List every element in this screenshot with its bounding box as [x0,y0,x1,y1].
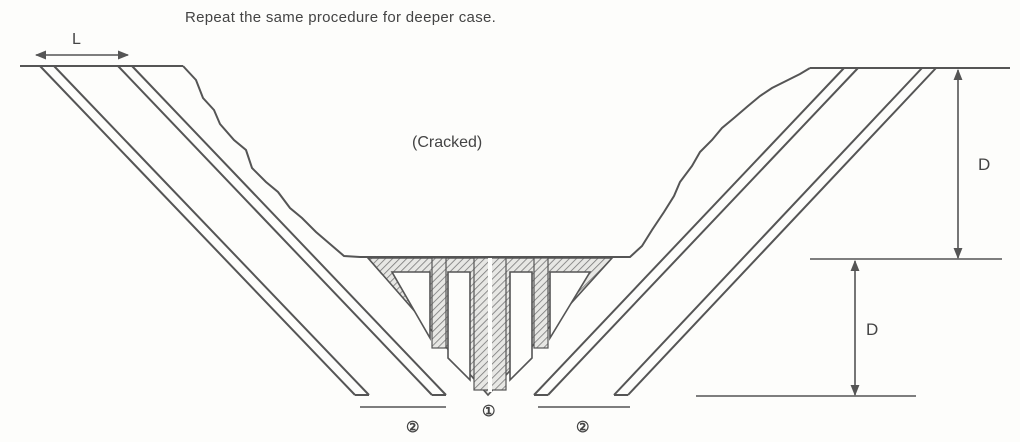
depth-upper-label: D [978,155,990,174]
figure-caption: Repeat the same procedure for deeper cas… [185,9,496,26]
right-groove-wall [533,67,937,396]
plate-surface [20,65,1010,69]
center-zone-marker: ① [482,403,495,420]
right-zone-marker: ② [576,419,589,436]
left-zone-marker: ② [406,419,419,436]
cracked-region-boundary [182,65,811,258]
weld-deposit [366,257,614,397]
cracked-zone-label: (Cracked) [412,134,482,151]
depth-lower-label: D [866,320,878,339]
left-groove-wall [39,65,447,396]
width-label: L [72,31,81,48]
